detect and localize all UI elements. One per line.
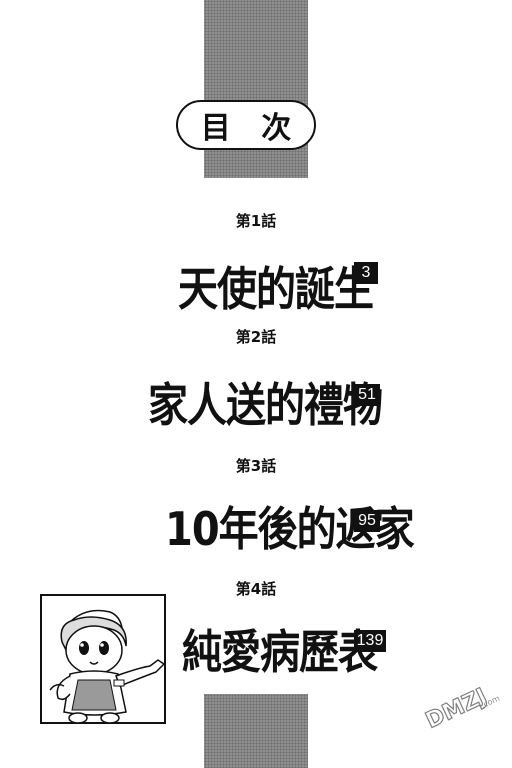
page-number-badge: 139 [354,630,386,652]
episode-title: 家人送的禮物 [148,379,383,433]
episode-number: 第4話 [235,580,277,598]
episode-number: 第1話 [235,212,277,230]
episode-title: 天使的誕生 [178,263,374,317]
page-number-badge: 95 [354,510,380,532]
dmzj-watermark-logo: DMZJ .com [421,683,501,732]
toc-title-frame: 目 次 [176,100,316,150]
episode-number: 第3話 [235,457,277,475]
page-number-badge: 51 [354,384,380,406]
screentone-band-top [204,0,308,178]
chibi-nurse-illustration [49,609,166,724]
page-number-badge: 3 [354,262,378,284]
toc-title: 目 次 [200,111,302,146]
screentone-band-bottom [204,694,308,768]
episode-number: 第2話 [235,328,277,346]
svg-text:DMZJ: DMZJ [422,684,491,732]
episode-title: 純愛病歷表 [182,626,378,680]
